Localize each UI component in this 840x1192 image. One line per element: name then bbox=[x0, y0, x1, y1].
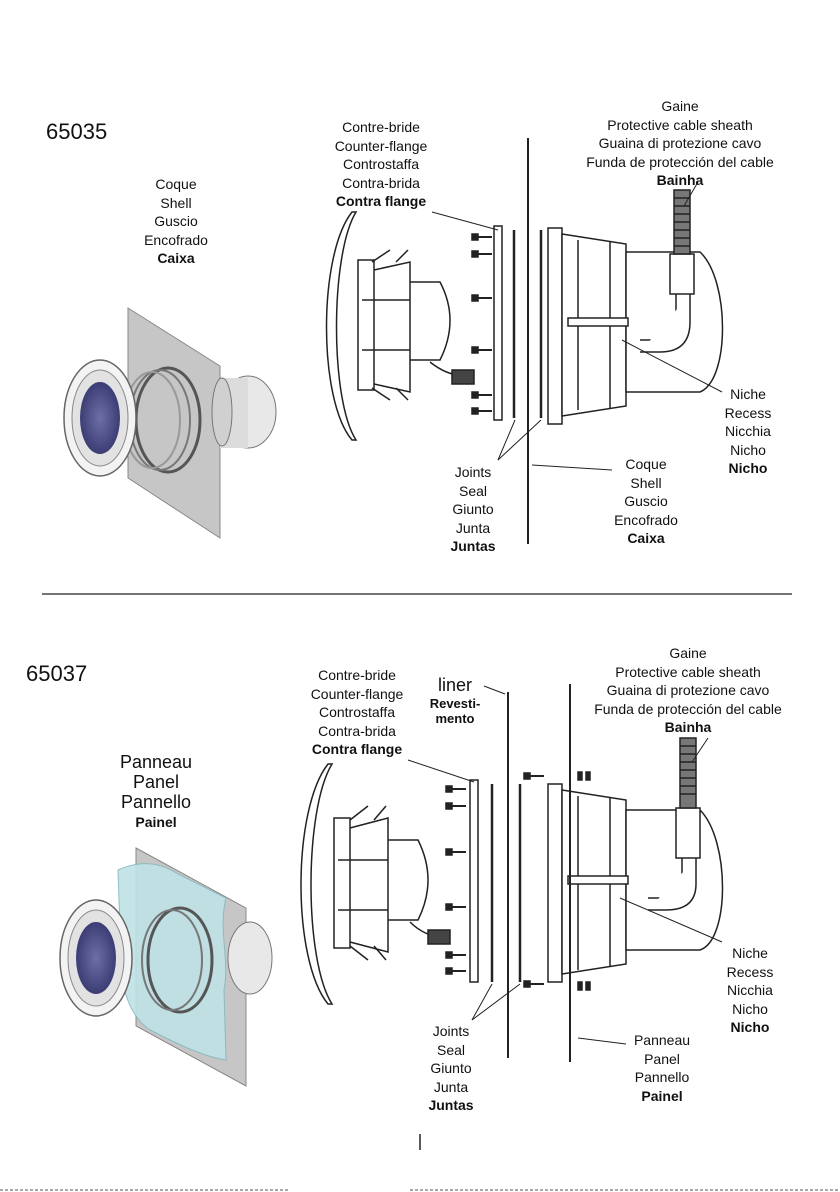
label-shell-left: Coque Shell Guscio Encofrado Caixa bbox=[144, 176, 208, 266]
lamp-flange bbox=[325, 211, 358, 441]
screws-1 bbox=[471, 233, 493, 415]
label-panel-right: Panneau Panel Pannello Painel bbox=[633, 1032, 691, 1104]
lamp-lens bbox=[80, 382, 120, 454]
lamp-front-2 bbox=[59, 899, 133, 1017]
label-counter-flange-2: Contre-bride Counter-flange Controstaffa… bbox=[310, 667, 404, 757]
cable-gland bbox=[640, 253, 695, 353]
iso-view-65037 bbox=[59, 847, 273, 1087]
model-number-65037: 65037 bbox=[26, 661, 88, 686]
label-counter-flange: Contre-bride Counter-flange Controstaffa… bbox=[334, 119, 428, 209]
mounting-ring-2 bbox=[141, 906, 214, 1014]
lamp-flange-2 bbox=[300, 763, 334, 1005]
cable-gland-2 bbox=[648, 807, 701, 911]
cable-sheath-coil-2 bbox=[679, 737, 697, 809]
counter-flange-plate bbox=[493, 225, 503, 421]
label-cable-sheath-2: Gaine Protective cable sheath Guaina di … bbox=[594, 645, 782, 735]
lamp-front bbox=[63, 359, 137, 477]
screws-2 bbox=[445, 785, 467, 975]
label-joints-2: Joints Seal Giunto Junta Juntas bbox=[428, 1023, 474, 1113]
iso-view-65035 bbox=[63, 307, 277, 539]
liner-sheet bbox=[117, 863, 227, 1061]
label-liner: liner Revesti- mento bbox=[429, 675, 481, 726]
lamp-body bbox=[357, 249, 475, 401]
label-niche-2: Niche Recess Nicchia Nicho Nicho bbox=[726, 945, 774, 1035]
leaders-2 bbox=[407, 685, 723, 1045]
niche-housing bbox=[547, 227, 724, 425]
exploded-view-65037 bbox=[300, 684, 724, 1062]
model-number-65035: 65035 bbox=[46, 119, 108, 144]
label-panel-left: Panneau Panel Pannello Painel bbox=[119, 752, 193, 830]
shell-panel bbox=[127, 307, 221, 539]
label-joints: Joints Seal Giunto Junta Juntas bbox=[450, 464, 496, 554]
label-cable-sheath: Gaine Protective cable sheath Guaina di … bbox=[586, 98, 774, 188]
lamp-lens-2 bbox=[76, 922, 116, 994]
niche-body bbox=[211, 375, 277, 449]
leaders-1 bbox=[431, 181, 723, 471]
cable-sheath-coil bbox=[673, 189, 691, 255]
counter-flange-plate-2 bbox=[469, 779, 479, 983]
exploded-view-65035 bbox=[325, 138, 724, 544]
label-shell-right: Coque Shell Guscio Encofrado Caixa bbox=[614, 456, 678, 546]
lamp-body-2 bbox=[333, 805, 451, 961]
label-niche: Niche Recess Nicchia Nicho Nicho bbox=[724, 386, 772, 476]
